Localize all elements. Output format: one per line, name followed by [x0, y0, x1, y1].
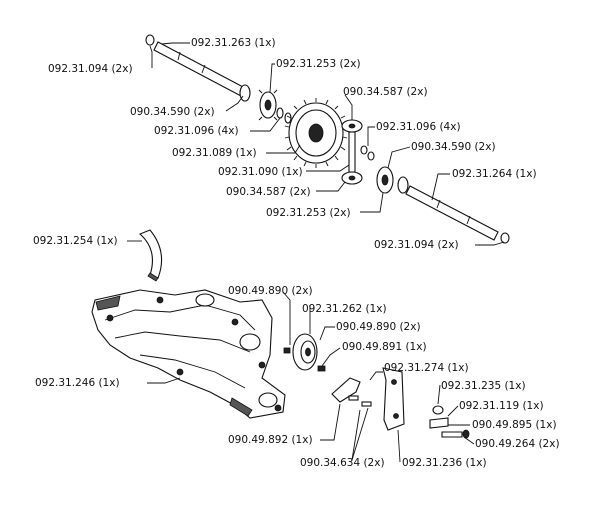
shaft-upper-left	[153, 41, 246, 97]
callout-090-49-264: 090.49.264 (2x)	[475, 438, 560, 450]
callout-092-31-096-right: 092.31.096 (4x)	[376, 121, 461, 133]
clip-right	[429, 417, 449, 429]
callout-092-31-235: 092.31.235 (1x)	[441, 380, 526, 392]
upper-gear-assembly	[145, 34, 510, 244]
callout-092-31-094-upper: 092.31.094 (2x)	[48, 63, 133, 75]
bevel-gear-top	[341, 119, 363, 133]
shaft-lower-right	[405, 185, 499, 241]
callout-092-31-254: 092.31.254 (1x)	[33, 235, 118, 247]
seal-band	[138, 229, 163, 282]
callout-092-31-262: 092.31.262 (1x)	[302, 303, 387, 315]
pinion-gear-lower	[376, 166, 394, 194]
bushing-lower-right	[397, 176, 409, 194]
small-pin-a	[283, 347, 291, 354]
washer-mid-2	[367, 151, 375, 161]
callout-092-31-089: 092.31.089 (1x)	[172, 147, 257, 159]
bracket-plate	[382, 367, 405, 431]
circlip-lower-right	[500, 232, 510, 244]
pulley-disc	[292, 333, 318, 371]
circlip-upper-left	[145, 34, 155, 46]
callout-092-31-236: 092.31.236 (1x)	[402, 457, 487, 469]
callout-labels: 092.31.263 (1x) 092.31.094 (2x) 092.31.2…	[33, 37, 560, 469]
callout-090-49-890-top: 090.49.890 (2x)	[228, 285, 313, 297]
washer-mid-1	[360, 145, 368, 155]
bolt-right	[441, 431, 463, 438]
callout-090-49-891: 090.49.891 (1x)	[342, 341, 427, 353]
callout-092-31-094-lower: 092.31.094 (2x)	[374, 239, 459, 251]
small-pin-b	[317, 365, 326, 372]
bevel-gear-bottom	[341, 171, 363, 185]
bolt-head	[462, 429, 470, 439]
callout-090-34-634: 090.34.634 (2x)	[300, 457, 385, 469]
washer-right	[432, 405, 444, 415]
callout-090-49-895: 090.49.895 (1x)	[472, 419, 557, 431]
callout-092-31-274: 092.31.274 (1x)	[384, 362, 469, 374]
callout-090-34-587-lower: 090.34.587 (2x)	[226, 186, 311, 198]
callout-090-34-587-upper: 090.34.587 (2x)	[343, 86, 428, 98]
lever-assembly	[283, 333, 470, 439]
callout-092-31-263: 092.31.263 (1x)	[191, 37, 276, 49]
callout-092-31-253-upper: 092.31.253 (2x)	[276, 58, 361, 70]
callout-090-49-890-mid: 090.49.890 (2x)	[336, 321, 421, 333]
callout-090-49-892: 090.49.892 (1x)	[228, 434, 313, 446]
pinion-gear-upper	[258, 89, 278, 121]
callout-092-31-119: 092.31.119 (1x)	[459, 400, 544, 412]
callout-090-34-590-right: 090.34.590 (2x)	[411, 141, 496, 153]
callout-092-31-264: 092.31.264 (1x)	[452, 168, 537, 180]
callout-092-31-090: 092.31.090 (1x)	[218, 166, 303, 178]
large-crown-gear	[284, 98, 348, 168]
gearbox-housing	[91, 289, 286, 419]
callout-090-34-590-left: 090.34.590 (2x)	[130, 106, 215, 118]
callout-092-31-096-left: 092.31.096 (4x)	[154, 125, 239, 137]
lever-pin-1	[348, 395, 359, 401]
lever-pin-2	[361, 401, 372, 407]
callout-092-31-253-lower: 092.31.253 (2x)	[266, 207, 351, 219]
cross-shaft	[348, 131, 356, 173]
callout-092-31-246: 092.31.246 (1x)	[35, 377, 120, 389]
leader-lines	[127, 42, 505, 463]
shift-lever	[331, 377, 361, 403]
washer-upper-1	[276, 107, 284, 119]
